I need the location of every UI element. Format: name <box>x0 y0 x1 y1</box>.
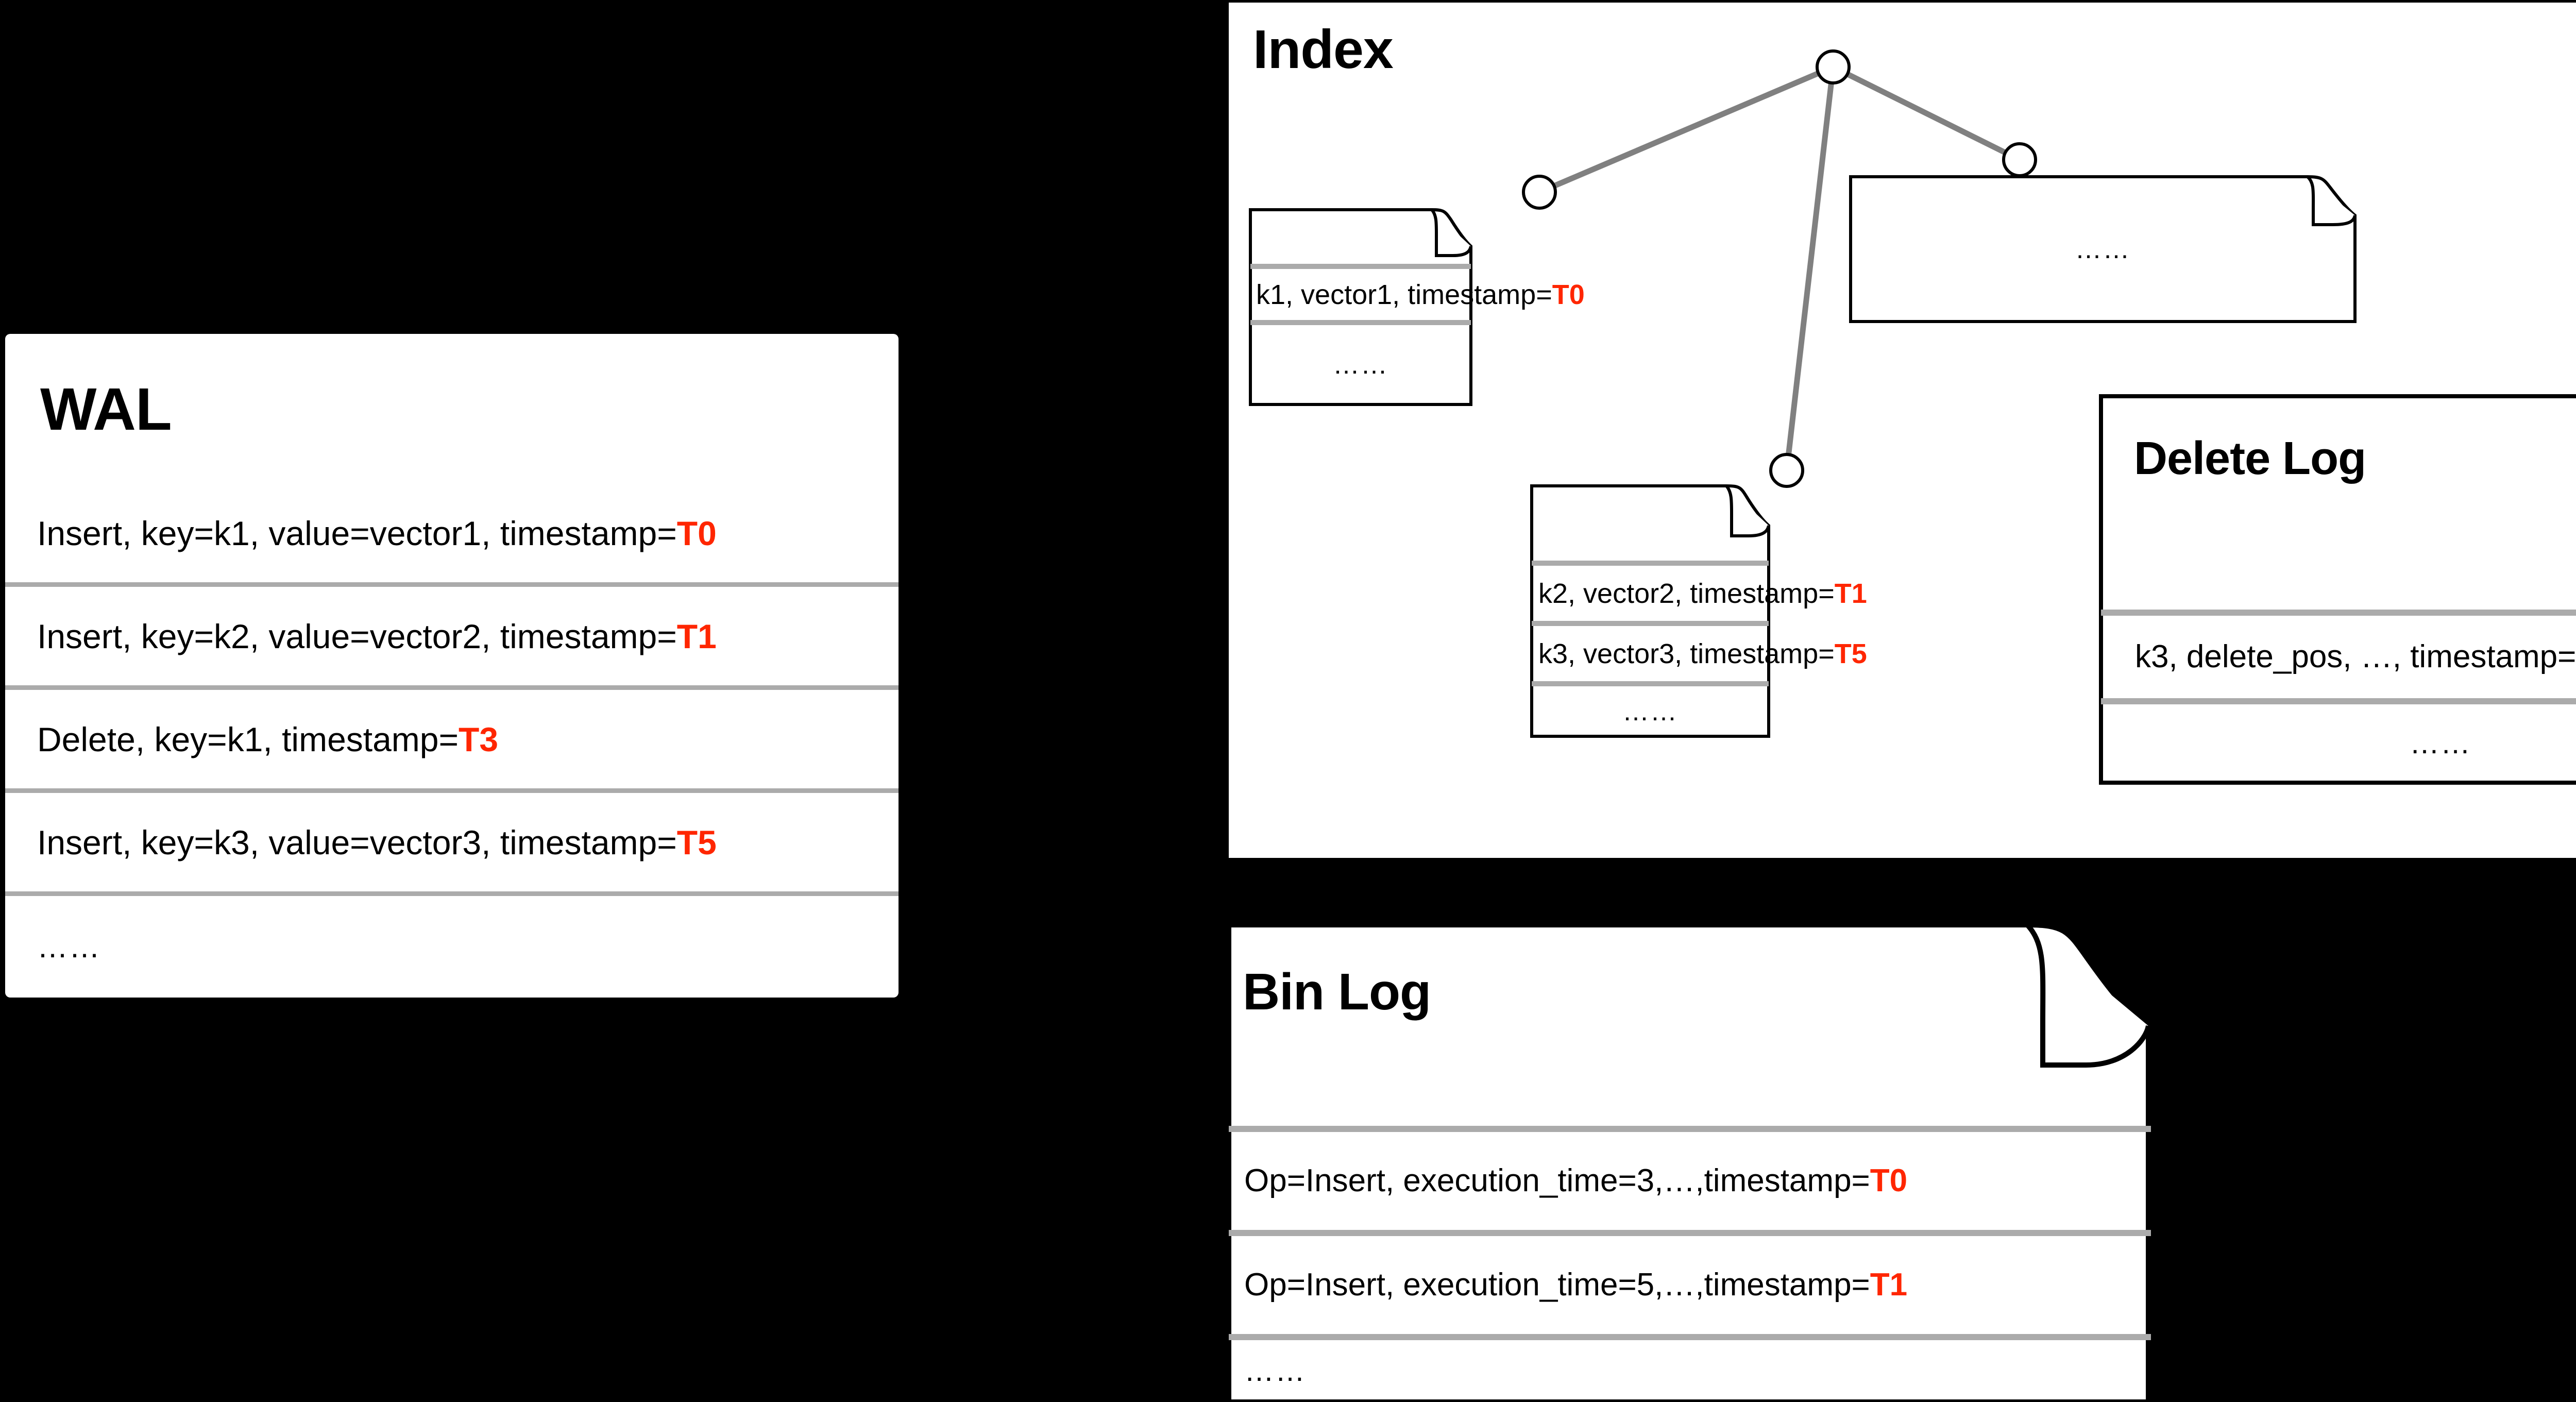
index-title: Index <box>1253 19 1394 80</box>
timestamp-value: T0 <box>676 514 717 552</box>
row-divider <box>1532 621 1769 626</box>
delete-log-card: Delete Log k3, delete_pos, …, timestamp=… <box>2099 394 2576 785</box>
timestamp-value: T0 <box>1870 1163 1908 1198</box>
wal-row: Insert, key=k2, value=vector2, timestamp… <box>5 587 899 685</box>
leaf-row: k3, vector3, timestamp=T5 <box>1530 626 1867 681</box>
leaf-row: …… <box>1249 325 1472 404</box>
leaf-row-text: k3, vector3, timestamp=T5 <box>1538 638 1867 669</box>
bin-log-row: Op=Insert, execution_time=3,…,timestamp=… <box>1229 1132 2151 1230</box>
leaf-row-ellipsis: …… <box>1333 350 1388 380</box>
row-divider <box>1229 1230 2151 1236</box>
timestamp-value: T1 <box>1870 1267 1908 1303</box>
leaf-row: …… <box>1530 686 1770 736</box>
row-divider <box>5 685 899 690</box>
row-divider <box>1532 561 1769 566</box>
leaf-row-text: k2, vector2, timestamp=T1 <box>1538 578 1867 609</box>
wal-row: Insert, key=k1, value=vector1, timestamp… <box>5 484 899 582</box>
row-divider <box>5 788 899 793</box>
right-child-node <box>2002 142 2037 177</box>
delete-log-row-ellipsis: …… <box>2410 727 2471 760</box>
row-divider <box>1229 1126 2151 1132</box>
leaf-row: k1, vector1, timestamp=T0 <box>1249 269 1585 320</box>
leaf-row-ellipsis: …… <box>2075 234 2131 264</box>
bin-log-row: …… <box>1229 1340 2151 1402</box>
doc-shape <box>2099 394 2576 785</box>
edge-root-bottom <box>1784 66 1836 471</box>
index-leaf-card-right: …… <box>1849 175 2357 323</box>
bin-log-row-text: Op=Insert, execution_time=5,…,timestamp=… <box>1244 1267 1908 1303</box>
timestamp-value: T5 <box>1834 638 1867 669</box>
bin-log-row-text: Op=Insert, execution_time=3,…,timestamp=… <box>1244 1163 1908 1198</box>
leaf-row: …… <box>1849 175 2357 323</box>
timestamp-value: T1 <box>676 617 717 655</box>
timestamp-value: T1 <box>1834 578 1867 609</box>
index-panel: Index k1, vecto <box>1229 3 2576 858</box>
bottom-child-node <box>1769 453 1804 488</box>
delete-log-row-text: k3, delete_pos, …, timestamp=T3 <box>2135 639 2576 674</box>
row-divider <box>1532 681 1769 686</box>
timestamp-value: T3 <box>459 720 499 758</box>
bin-log-card: Bin Log Op=Insert, execution_time=3,…,ti… <box>1226 922 2226 1402</box>
index-leaf-card-k1: k1, vector1, timestamp=T0 …… <box>1249 208 1585 406</box>
left-child-node <box>1522 175 1557 210</box>
bin-log-row-ellipsis: …… <box>1244 1354 1306 1388</box>
row-divider <box>1229 1334 2151 1340</box>
wal-row: Delete, key=k1, timestamp=T3 <box>5 690 899 788</box>
delete-log-row: k3, delete_pos, …, timestamp=T3 <box>2099 616 2576 698</box>
row-divider <box>1250 264 1471 269</box>
row-divider <box>2101 610 2576 616</box>
wal-panel: WAL Insert, key=k1, value=vector1, times… <box>5 334 899 998</box>
doc-shape <box>1849 175 2357 323</box>
root-node <box>1816 49 1851 85</box>
edge-root-right <box>1832 64 2021 162</box>
delete-log-title: Delete Log <box>2134 433 2366 484</box>
leaf-row: k2, vector2, timestamp=T1 <box>1530 566 1867 621</box>
timestamp-value: T0 <box>1552 279 1585 310</box>
row-divider <box>5 582 899 587</box>
wal-row: Insert, key=k3, value=vector3, timestamp… <box>5 793 899 891</box>
timestamp-value: T5 <box>676 823 717 862</box>
wal-row-text: Insert, key=k2, value=vector2, timestamp… <box>37 617 717 655</box>
wal-row: …… <box>5 896 899 998</box>
bin-log-row: Op=Insert, execution_time=5,…,timestamp=… <box>1229 1236 2151 1334</box>
wal-row-text: Insert, key=k1, value=vector1, timestamp… <box>37 514 717 552</box>
row-divider <box>2101 698 2576 704</box>
edge-root-left <box>1538 64 1835 195</box>
wal-row-text: Delete, key=k1, timestamp=T3 <box>37 720 499 758</box>
wal-title: WAL <box>40 376 172 443</box>
bin-log-title: Bin Log <box>1243 963 1431 1021</box>
row-divider <box>1250 320 1471 325</box>
wal-row-ellipsis: …… <box>37 929 101 964</box>
row-divider <box>5 891 899 896</box>
doc-shape <box>1530 484 1770 738</box>
delete-log-row: …… <box>2099 704 2576 783</box>
doc-shape <box>1249 208 1472 406</box>
leaf-row-text: k1, vector1, timestamp=T0 <box>1256 279 1585 310</box>
doc-shape <box>1226 922 2151 1402</box>
leaf-row-ellipsis: …… <box>1622 696 1678 727</box>
index-leaf-card-k2k3: k2, vector2, timestamp=T1 k3, vector3, t… <box>1530 484 1867 738</box>
wal-row-text: Insert, key=k3, value=vector3, timestamp… <box>37 823 717 862</box>
